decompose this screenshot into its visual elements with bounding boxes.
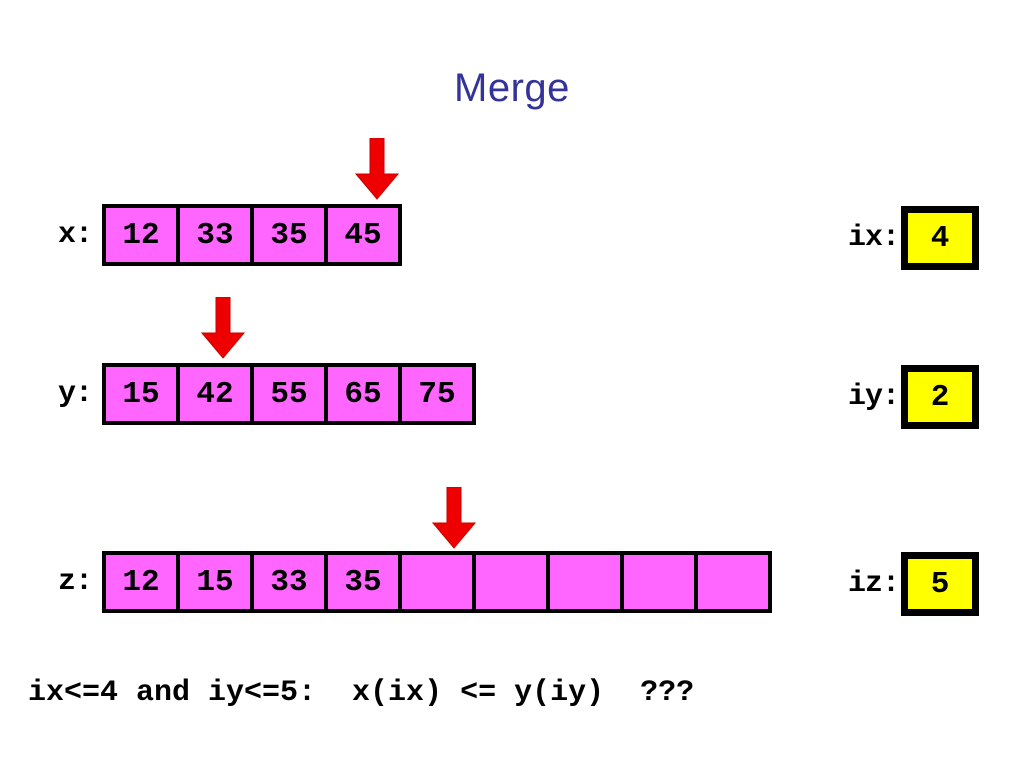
array-cells-x: 12 33 35 45 <box>102 204 402 266</box>
array-row-x: x: 12 33 35 45 <box>44 204 402 266</box>
array-cell[interactable]: 65 <box>328 367 402 421</box>
index-value-iz[interactable]: 5 <box>901 552 980 616</box>
array-cell[interactable]: 15 <box>106 367 180 421</box>
array-cell[interactable]: 45 <box>328 208 398 262</box>
index-group-iz: iz: 5 <box>848 552 980 616</box>
array-cell[interactable]: 12 <box>106 555 180 609</box>
index-group-iy: iy: 2 <box>848 365 980 429</box>
array-cell[interactable]: 42 <box>180 367 254 421</box>
array-row-z: z: 12 15 33 35 <box>44 551 772 613</box>
index-value-ix[interactable]: 4 <box>901 206 980 270</box>
array-cell[interactable]: 75 <box>402 367 472 421</box>
array-cell[interactable] <box>550 555 624 609</box>
index-label-iz: iz: <box>848 567 900 601</box>
array-cell[interactable]: 35 <box>328 555 402 609</box>
condition-caption: ix<=4 and iy<=5: x(ix) <= y(iy) ??? <box>28 676 695 710</box>
pointer-arrow-y <box>201 297 245 359</box>
array-label-x: x: <box>57 218 93 252</box>
array-cell[interactable] <box>402 555 476 609</box>
page-title: Merge <box>454 66 570 110</box>
array-cell[interactable] <box>624 555 698 609</box>
array-cell[interactable]: 55 <box>254 367 328 421</box>
index-label-iy: iy: <box>848 380 900 414</box>
array-cell[interactable]: 12 <box>106 208 180 262</box>
pointer-arrow-x <box>355 138 399 200</box>
pointer-arrow-z <box>432 487 476 549</box>
array-cell[interactable]: 33 <box>180 208 254 262</box>
array-label-y: y: <box>57 377 93 411</box>
array-cells-y: 15 42 55 65 75 <box>102 363 476 425</box>
index-group-ix: ix: 4 <box>848 206 980 270</box>
array-cell[interactable] <box>698 555 768 609</box>
array-label-z: z: <box>57 565 93 599</box>
index-value-iy[interactable]: 2 <box>901 365 980 429</box>
index-label-ix: ix: <box>848 221 900 255</box>
array-cell[interactable] <box>476 555 550 609</box>
array-cell[interactable]: 15 <box>180 555 254 609</box>
array-cells-z: 12 15 33 35 <box>102 551 772 613</box>
array-cell[interactable]: 33 <box>254 555 328 609</box>
array-row-y: y: 15 42 55 65 75 <box>44 363 476 425</box>
array-cell[interactable]: 35 <box>254 208 328 262</box>
